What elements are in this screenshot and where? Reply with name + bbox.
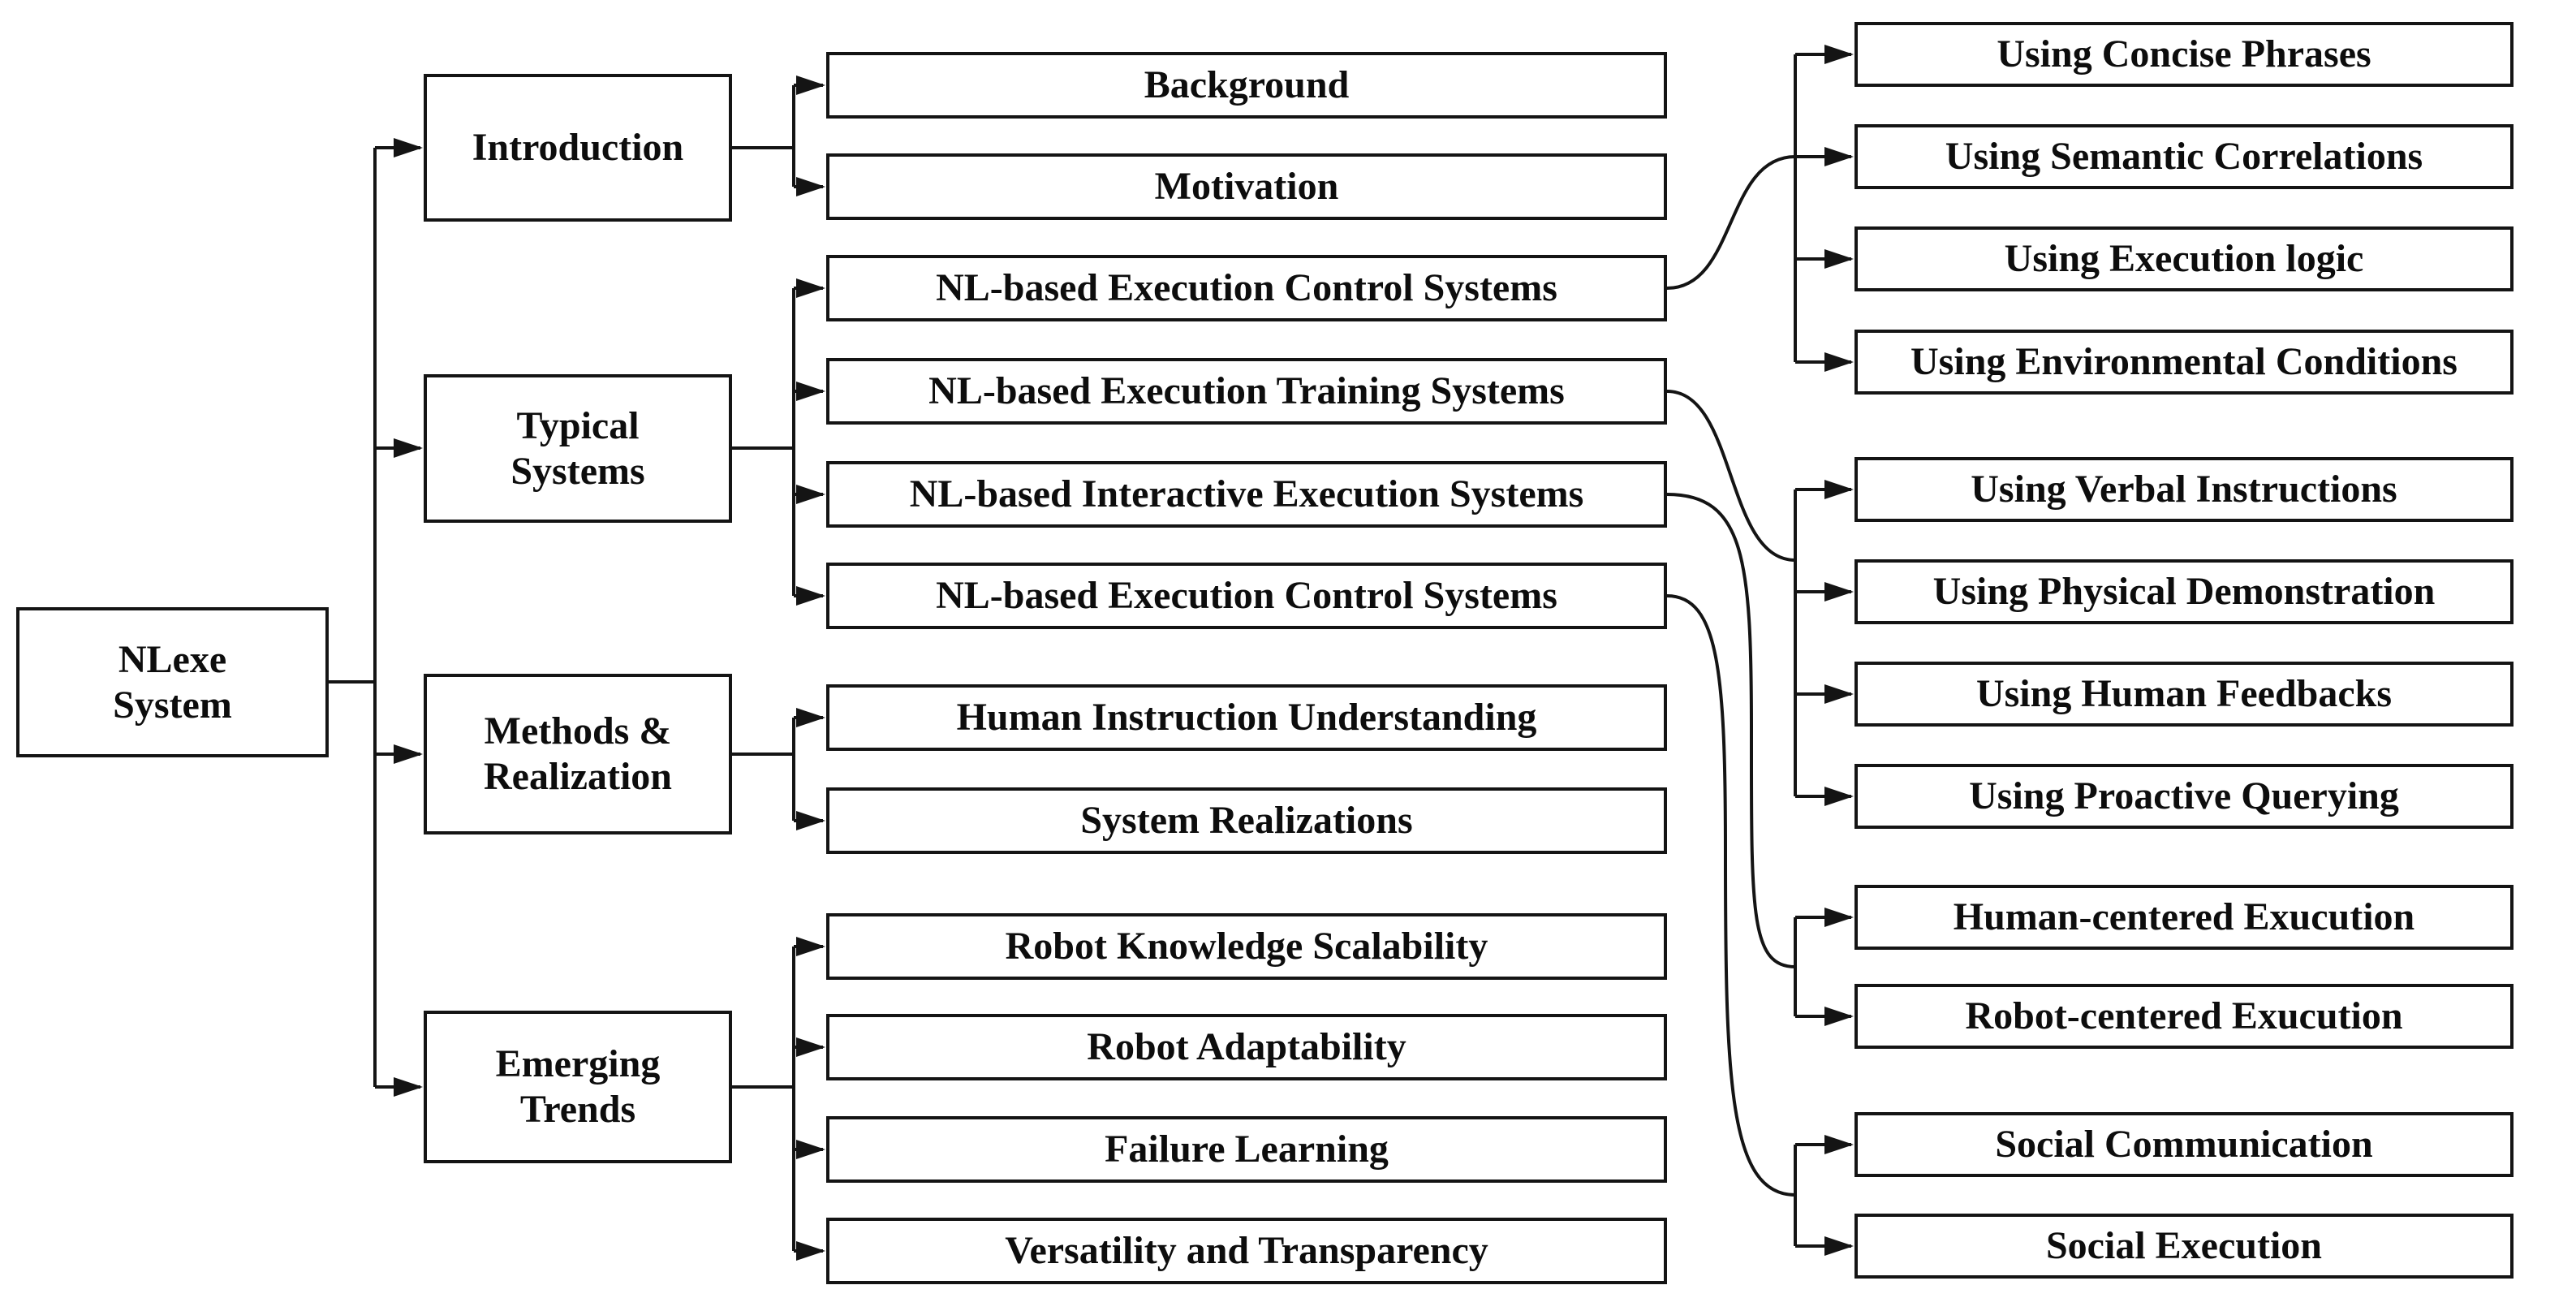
node-using-proactive-querying: Using Proactive Querying: [1854, 764, 2514, 829]
node-label: Social Execution: [2045, 1224, 2322, 1268]
node-label: Versatility and Transparency: [1005, 1229, 1488, 1273]
node-system-realizations: System Realizations: [826, 787, 1667, 854]
node-label: Using Semantic Correlations: [1945, 135, 2423, 179]
edge-curve-interactive-group: [1666, 493, 1796, 968]
node-typical-systems: Typical Systems: [424, 374, 732, 523]
node-introduction: Introduction: [424, 74, 732, 222]
node-label: NL-based Execution Training Systems: [928, 369, 1565, 413]
node-label: Introduction: [472, 126, 684, 170]
node-label: Motivation: [1154, 165, 1339, 209]
edge-emerging-feed: [732, 947, 795, 1251]
node-emerging-trends: Emerging Trends: [424, 1011, 732, 1163]
node-label: System Realizations: [1080, 799, 1413, 843]
node-label: Failure Learning: [1105, 1128, 1389, 1171]
node-versatility-and-transparency: Versatility and Transparency: [826, 1218, 1667, 1284]
node-label: Robot-centered Exucution: [1965, 994, 2403, 1038]
node-label: Using Verbal Instructions: [1971, 468, 2397, 511]
node-social-communication: Social Communication: [1854, 1112, 2514, 1177]
node-label: Using Concise Phrases: [1997, 32, 2371, 76]
node-label: NLexe System: [113, 637, 232, 727]
node-label: Background: [1144, 63, 1350, 107]
node-nl-execution-control-systems-2: NL-based Execution Control Systems: [826, 563, 1667, 629]
edge-curve-training-group: [1666, 390, 1796, 562]
node-using-verbal-instructions: Using Verbal Instructions: [1854, 457, 2514, 522]
node-label: NL-based Interactive Execution Systems: [909, 472, 1584, 516]
edge-typical-feed: [732, 288, 795, 596]
edge-methods-feed: [732, 718, 795, 821]
node-label: NL-based Execution Control Systems: [936, 574, 1557, 618]
node-label: NL-based Execution Control Systems: [936, 266, 1557, 310]
node-label: Human-centered Exucution: [1953, 895, 2415, 939]
node-label: Robot Adaptability: [1087, 1025, 1406, 1069]
node-label: Using Physical Demonstration: [1932, 570, 2436, 614]
node-label: Methods & Realization: [484, 709, 672, 798]
node-using-semantic-correlations: Using Semantic Correlations: [1854, 124, 2514, 189]
node-background: Background: [826, 52, 1667, 119]
node-motivation: Motivation: [826, 153, 1667, 220]
node-nl-execution-control-systems-1: NL-based Execution Control Systems: [826, 255, 1667, 321]
node-label: Social Communication: [1995, 1123, 2373, 1167]
node-robot-centered-exucution: Robot-centered Exucution: [1854, 984, 2514, 1049]
node-label: Using Proactive Querying: [1969, 774, 2399, 818]
node-using-execution-logic: Using Execution logic: [1854, 226, 2514, 291]
node-label: Using Execution logic: [2004, 237, 2364, 281]
node-nl-interactive-execution-systems: NL-based Interactive Execution Systems: [826, 461, 1667, 528]
node-robot-knowledge-scalability: Robot Knowledge Scalability: [826, 913, 1667, 980]
edge-introduction-feed: [732, 85, 795, 187]
edge-curve-control2-group: [1666, 594, 1796, 1197]
node-failure-learning: Failure Learning: [826, 1116, 1667, 1183]
node-methods-realization: Methods & Realization: [424, 674, 732, 834]
edge-curve-control1-group: [1666, 155, 1796, 290]
node-human-centered-exucution: Human-centered Exucution: [1854, 885, 2514, 950]
node-social-execution: Social Execution: [1854, 1214, 2514, 1279]
node-using-environmental-conditions: Using Environmental Conditions: [1854, 330, 2514, 395]
node-robot-adaptability: Robot Adaptability: [826, 1014, 1667, 1080]
node-using-physical-demonstration: Using Physical Demonstration: [1854, 559, 2514, 624]
node-label: Robot Knowledge Scalability: [1005, 925, 1488, 968]
node-label: Human Instruction Understanding: [956, 696, 1537, 740]
node-label: Typical Systems: [510, 403, 645, 493]
node-label: Using Environmental Conditions: [1910, 340, 2458, 384]
node-nl-execution-training-systems: NL-based Execution Training Systems: [826, 358, 1667, 425]
node-nlexe-system: NLexe System: [16, 607, 329, 757]
node-using-human-feedbacks: Using Human Feedbacks: [1854, 662, 2514, 727]
node-label: Emerging Trends: [495, 1042, 661, 1131]
node-label: Using Human Feedbacks: [1975, 672, 2393, 716]
node-using-concise-phrases: Using Concise Phrases: [1854, 22, 2514, 87]
node-human-instruction-understanding: Human Instruction Understanding: [826, 684, 1667, 751]
